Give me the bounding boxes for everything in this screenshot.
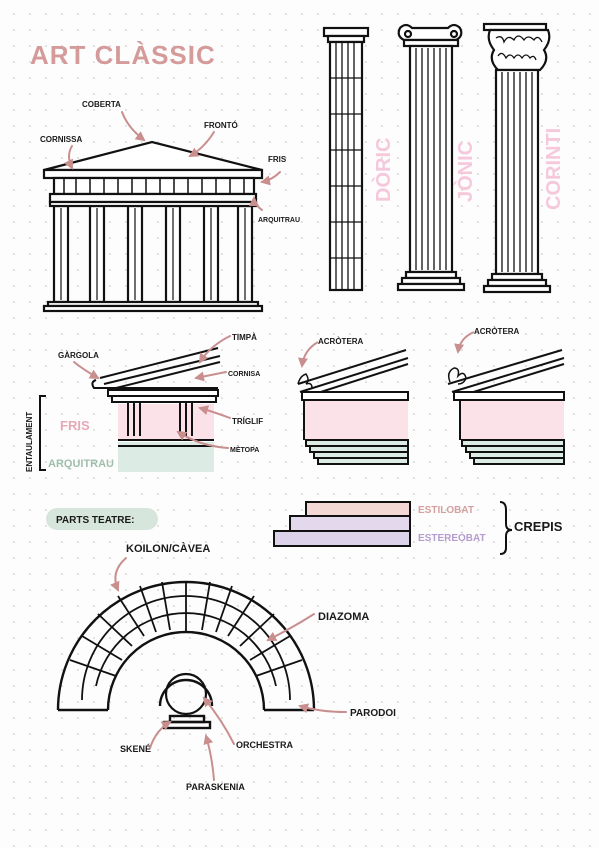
acrotera-1-arrow	[298, 341, 319, 368]
label-parodoi: PARODOI	[350, 708, 396, 719]
entablature-detail-acroteria-2	[447, 349, 565, 465]
label-orchestra: ORCHESTRA	[236, 740, 294, 750]
label-crepis: CREPIS	[514, 519, 563, 534]
label-fronto: FRONTÓ	[204, 121, 238, 130]
label-doric: DÒRIC	[371, 138, 395, 202]
label-koilon: KOILON/CÀVEA	[126, 542, 210, 555]
parts-theatre-badge	[46, 508, 158, 530]
page-title: ART CLÀSSIC	[30, 40, 216, 70]
label-estilobat: ESTILOBAT	[418, 505, 474, 516]
entablature-detail-main	[39, 347, 221, 472]
label-triglif: TRÍGLIF	[232, 417, 263, 426]
label-arquitrau: ARQUITRAU	[258, 217, 300, 224]
label-diazoma: DIAZOMA	[318, 611, 369, 623]
acrotera-2-arrow	[454, 331, 475, 354]
label-metopa: MÈTOPA	[230, 445, 259, 454]
label-skene: SKENÉ	[120, 744, 151, 754]
label-coberta: COBERTA	[82, 100, 121, 109]
temple-drawing	[42, 140, 264, 313]
label-entaulament: ENTAULAMENT	[25, 412, 34, 472]
entablature-arrows	[73, 335, 231, 449]
crepis-drawing	[273, 501, 513, 555]
label-paraskenia: PARASKENIA	[186, 782, 245, 792]
corinthian-column	[482, 22, 552, 294]
label-timpa: TIMPÀ	[232, 333, 257, 342]
temple-arrows	[63, 111, 281, 211]
label-fris-detail: FRIS	[60, 418, 90, 433]
label-cornissa: CORNISSA	[40, 135, 82, 144]
label-acrotera-1: ACRÒTERA	[318, 337, 364, 346]
entablature-detail-acroteria-1	[297, 349, 409, 465]
label-arquitrau-detail: ARQUITRAU	[48, 458, 114, 470]
theatre-arrows	[110, 557, 347, 781]
label-corinthian: CORINTI	[543, 128, 565, 210]
ionic-column	[396, 23, 466, 292]
parts-theatre-title: PARTS TEATRE:	[56, 515, 135, 526]
theatre-drawing	[56, 580, 316, 730]
doric-column	[322, 26, 370, 292]
label-acrotera-2: ACRÒTERA	[474, 327, 520, 336]
label-gargola: GÀRGOLA	[58, 351, 99, 360]
label-cornisa: CORNISA	[228, 371, 260, 378]
label-ionic: JÒNIC	[453, 141, 477, 202]
label-fris: FRIS	[268, 155, 287, 164]
label-estereobat: ESTEREÒBAT	[418, 531, 486, 544]
